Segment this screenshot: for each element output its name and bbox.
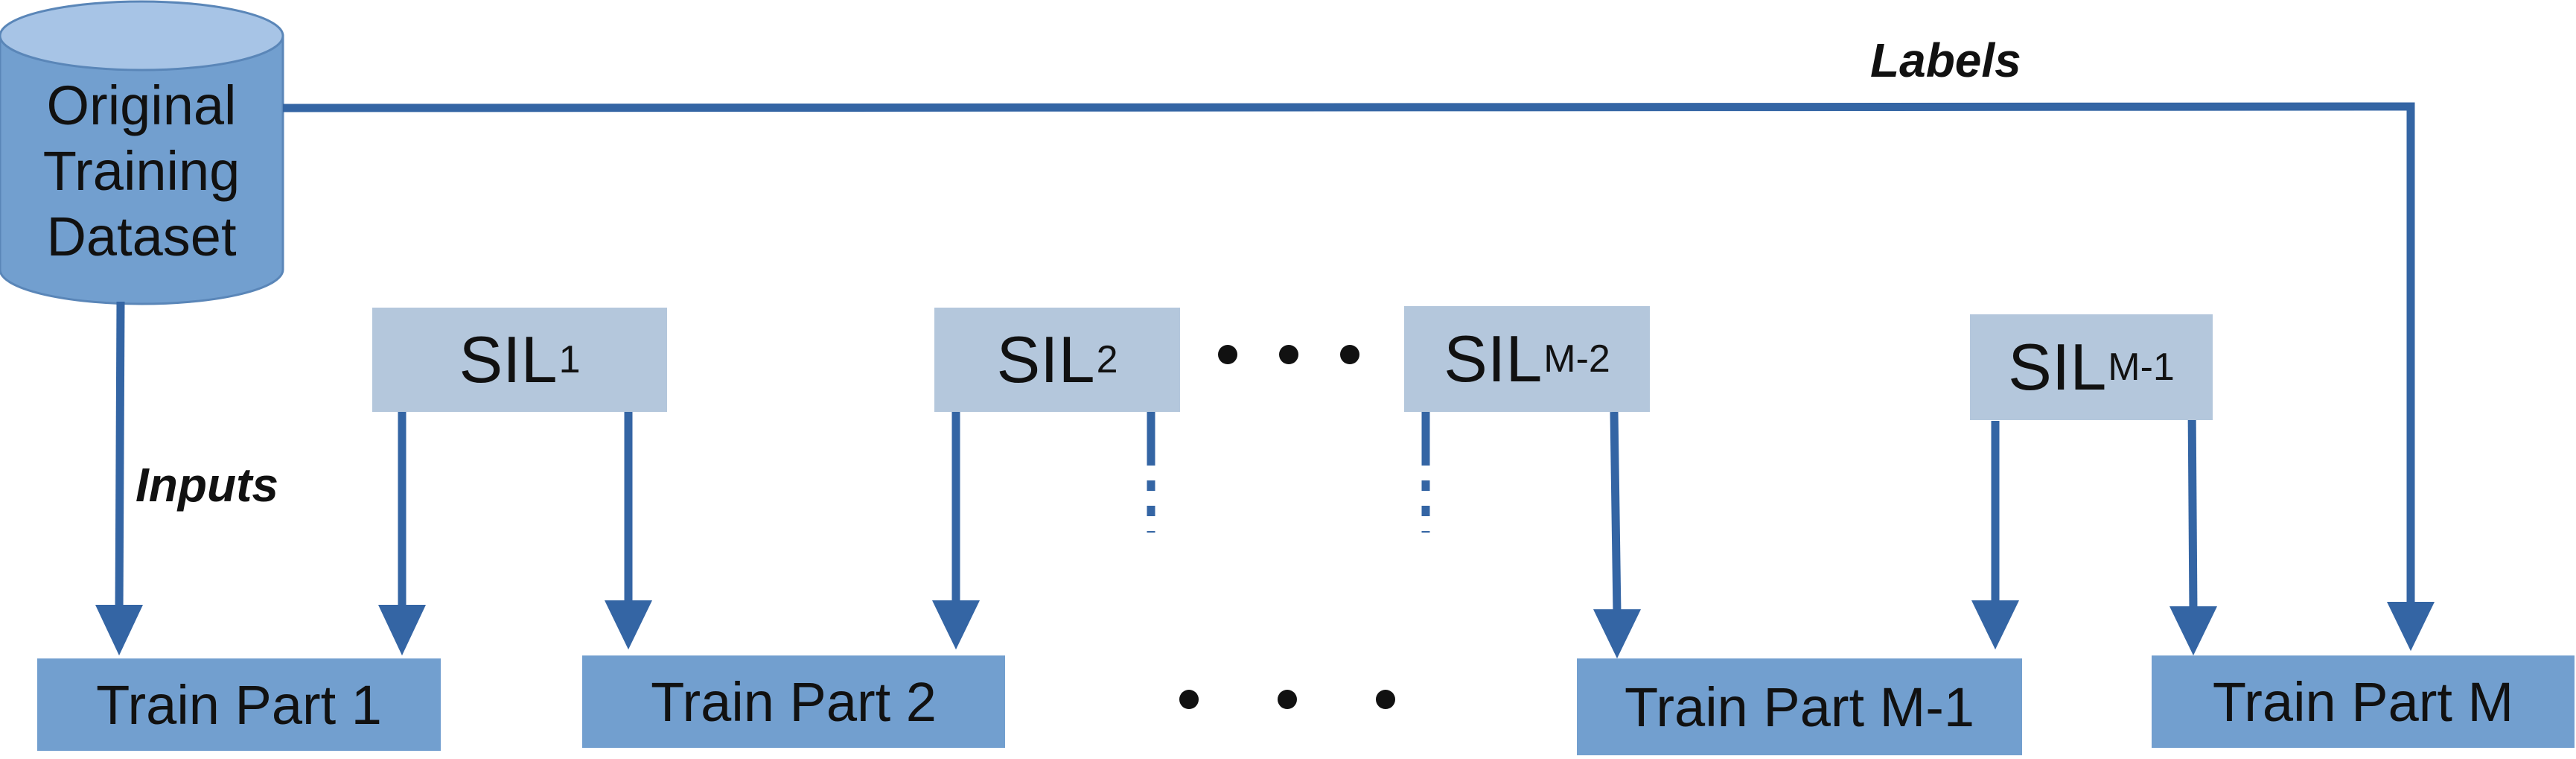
- inputs-arrowhead: [95, 605, 143, 655]
- silm1-right-arrowhead: [2169, 606, 2217, 655]
- silm2-arrow-right: [1610, 411, 1622, 614]
- sil-box-m1-sub: M-1: [2108, 346, 2175, 389]
- sil-box-1-sub: 1: [558, 338, 581, 381]
- sil-box-2-sub: 2: [1096, 338, 1118, 381]
- sil-box-m1-base: SIL: [2008, 330, 2107, 404]
- labels-edge-label: Labels: [1870, 34, 2021, 87]
- ellipsis-dot: [1279, 345, 1298, 364]
- dataset-line-1: Original: [46, 74, 237, 136]
- sil1-right-arrowhead: [605, 600, 652, 650]
- inputs-connector: [115, 301, 125, 614]
- ellipsis-dot: [1340, 345, 1359, 364]
- sil2-left-arrowhead: [932, 600, 980, 650]
- train-part-m-1: Train Part M-1: [1577, 658, 2022, 755]
- silm1-arrow-right: [2187, 401, 2198, 613]
- ellipsis-dot: [1278, 690, 1297, 709]
- cylinder-top: [0, 0, 284, 72]
- dataset-line-3: Dataset: [46, 206, 237, 267]
- silm2-right-arrowhead: [1593, 609, 1641, 658]
- cylinder-body: [0, 34, 284, 305]
- dataset-cylinder: [0, 0, 284, 305]
- top-ellipsis: [1218, 343, 1359, 366]
- silm1-left-arrowhead: [1971, 600, 2019, 650]
- sil1-left-arrowhead: [378, 605, 426, 655]
- sil-box-1-base: SIL: [459, 323, 558, 396]
- sil-box-m2-sub: M-2: [1543, 337, 1610, 381]
- ellipsis-dot: [1179, 690, 1199, 709]
- bottom-ellipsis: [1179, 688, 1395, 711]
- dataset-label: Original Training Dataset: [0, 73, 283, 270]
- ellipsis-dot: [1218, 345, 1237, 364]
- sil-box-2-base: SIL: [996, 323, 1095, 396]
- dataset-line-2: Training: [42, 140, 240, 202]
- sil-box-m2-base: SIL: [1444, 322, 1543, 396]
- train-part-2: Train Part 2: [582, 655, 1005, 748]
- inputs-edge-label: Inputs: [136, 458, 278, 512]
- train-part-m: Train Part M: [2152, 655, 2575, 748]
- ellipsis-dot: [1376, 690, 1395, 709]
- labels-arrowhead: [2387, 602, 2435, 651]
- labels-connector: [282, 102, 2415, 611]
- train-part-1: Train Part 1: [37, 658, 441, 751]
